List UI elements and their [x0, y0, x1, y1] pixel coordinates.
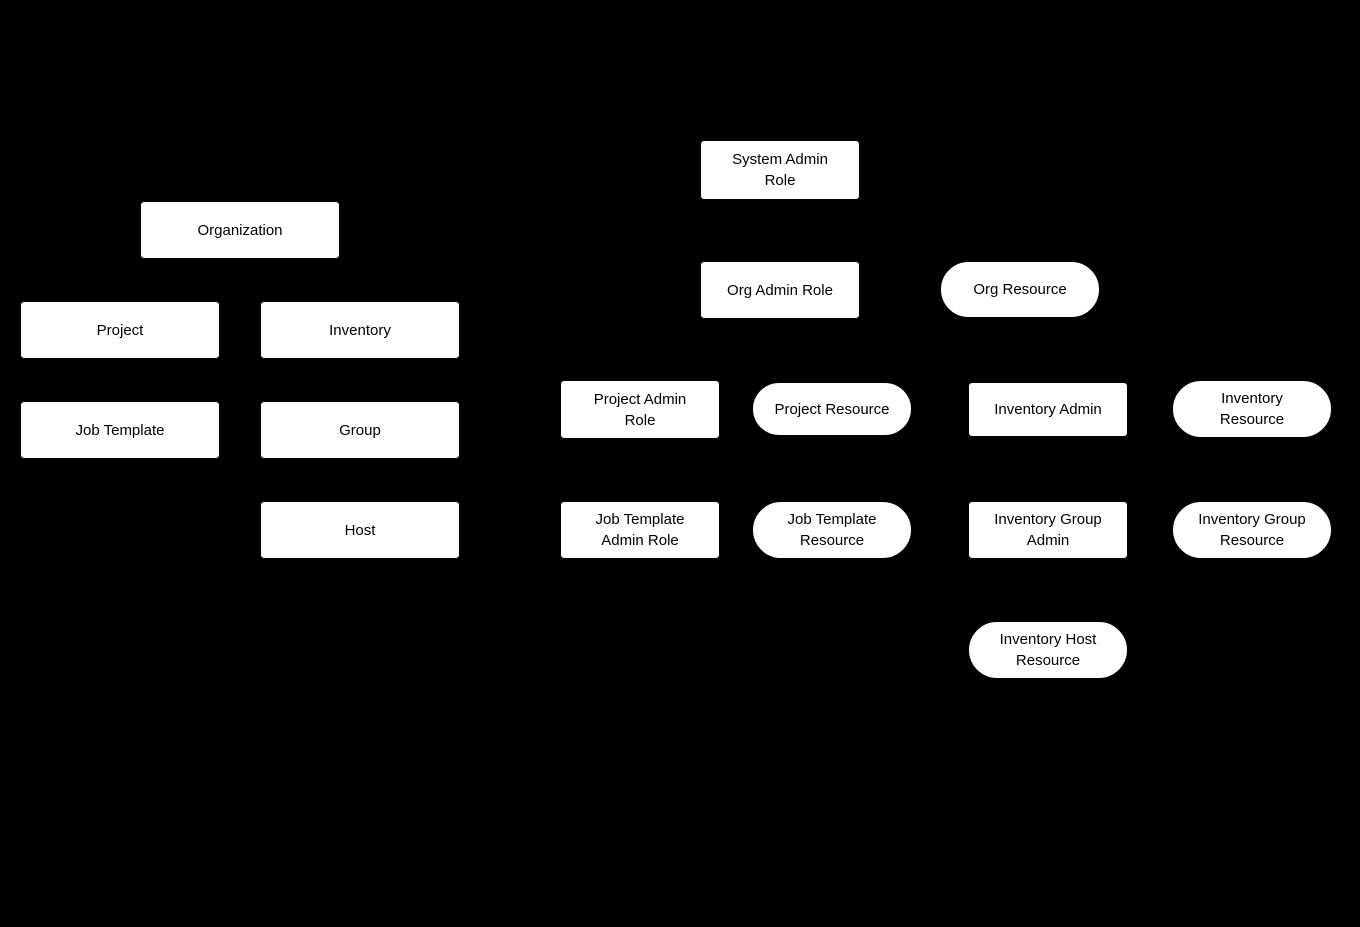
node-job-template: Job Template	[21, 402, 219, 458]
node-host: Host	[261, 502, 459, 558]
node-inventory-host-resource: Inventory Host Resource	[969, 622, 1127, 678]
node-inventory-admin: Inventory Admin	[969, 383, 1127, 436]
node-inventory-resource: Inventory Resource	[1173, 381, 1331, 437]
node-organization: Organization	[141, 202, 339, 258]
node-job-template-resource: Job Template Resource	[753, 502, 911, 558]
node-inventory-group-admin: Inventory Group Admin	[969, 502, 1127, 558]
node-job-template-admin-role: Job Template Admin Role	[561, 502, 719, 558]
node-project: Project	[21, 302, 219, 358]
node-inventory-group-resource: Inventory Group Resource	[1173, 502, 1331, 558]
node-project-resource: Project Resource	[753, 383, 911, 435]
node-org-resource: Org Resource	[941, 262, 1099, 317]
node-group: Group	[261, 402, 459, 458]
node-org-admin-role: Org Admin Role	[701, 262, 859, 318]
node-system-admin-role: System Admin Role	[701, 141, 859, 199]
node-project-admin-role: Project Admin Role	[561, 381, 719, 438]
node-inventory: Inventory	[261, 302, 459, 358]
